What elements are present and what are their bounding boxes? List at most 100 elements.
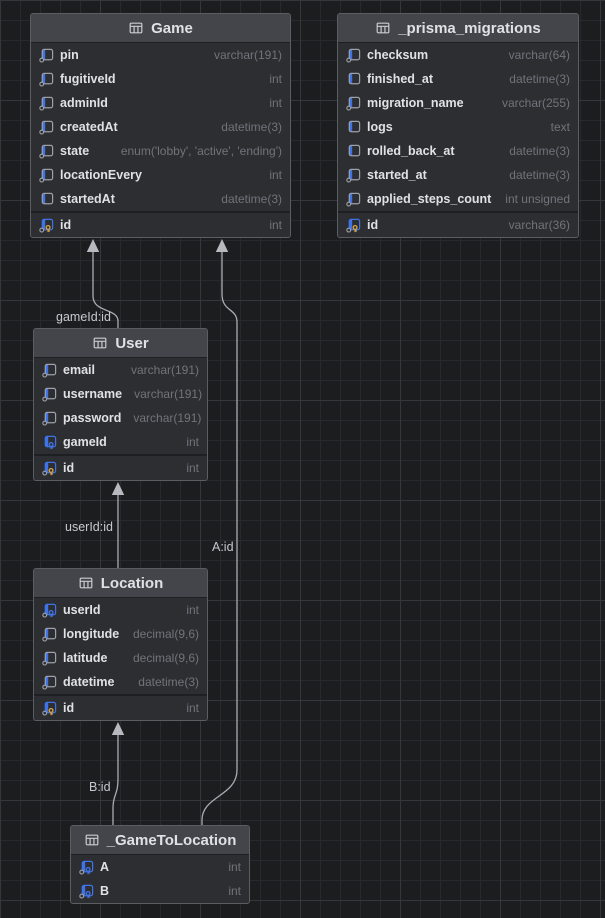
relationship-line-a[interactable] (201, 239, 238, 825)
relationship-label[interactable]: B:id (89, 780, 111, 794)
table-title: _GameToLocation (106, 831, 237, 849)
field-type: int (228, 884, 241, 898)
table-header[interactable]: User (34, 329, 207, 358)
column-required-icon (346, 48, 361, 63)
column-icon (346, 144, 361, 159)
field-type: int (228, 860, 241, 874)
table-title: _prisma_migrations (398, 19, 541, 37)
field-name: B (100, 884, 110, 898)
field-row[interactable]: gameId int (34, 430, 207, 454)
field-type: int (186, 603, 199, 617)
column-required-icon (39, 96, 54, 111)
foreign-key-required-icon (42, 603, 57, 618)
relationship-line-userid[interactable] (111, 482, 125, 568)
field-type: varchar(191) (133, 411, 202, 425)
field-name: gameId (63, 435, 107, 449)
foreign-key-icon (42, 435, 57, 450)
table-icon (78, 575, 94, 591)
field-name: finished_at (367, 72, 433, 86)
relationship-label[interactable]: userId:id (65, 520, 113, 534)
column-required-icon (42, 363, 57, 378)
table-title: Location (100, 574, 164, 592)
arrowhead-icon (86, 239, 100, 252)
column-required-icon (346, 96, 361, 111)
relationship-label[interactable]: gameId:id (56, 310, 111, 324)
table-title: Game (151, 19, 193, 37)
field-name: rolled_back_at (367, 144, 455, 158)
primary-key-icon (39, 218, 54, 233)
field-type: int (186, 701, 199, 715)
table-header[interactable]: Game (31, 14, 290, 43)
key-separator (338, 211, 578, 213)
foreign-key-required-icon (79, 860, 94, 875)
field-type: int (269, 218, 282, 232)
column-required-icon (42, 651, 57, 666)
table-header[interactable]: _GameToLocation (71, 826, 249, 855)
field-row[interactable]: id int (34, 696, 207, 720)
field-row[interactable]: id int (34, 456, 207, 480)
field-type: int (186, 435, 199, 449)
table-title: User (115, 334, 149, 352)
field-name: createdAt (60, 120, 118, 134)
field-name: password (63, 411, 122, 425)
table-icon (375, 20, 391, 36)
field-name: migration_name (367, 96, 464, 110)
relationship-line-b[interactable] (111, 722, 125, 825)
arrowhead-icon (111, 482, 125, 495)
table-header[interactable]: Location (34, 569, 207, 598)
field-type: datetime(3) (509, 72, 570, 86)
field-name: id (63, 701, 75, 715)
column-required-icon (42, 411, 57, 426)
field-type: varchar(64) (508, 48, 570, 62)
field-row[interactable]: startedAt datetime(3) (31, 187, 290, 211)
field-name: id (60, 218, 72, 232)
field-type: varchar(255) (501, 96, 570, 110)
relationship-line-gameid[interactable] (86, 239, 119, 328)
field-type: datetime(3) (221, 192, 282, 206)
field-row[interactable]: finished_at datetime(3) (338, 67, 578, 91)
column-required-icon (39, 72, 54, 87)
field-name: id (367, 218, 379, 232)
field-type: decimal(9,6) (132, 627, 199, 641)
table-header[interactable]: _prisma_migrations (338, 14, 578, 43)
field-row[interactable]: id int (31, 213, 290, 237)
field-name: applied_steps_count (367, 192, 492, 206)
field-name: datetime (63, 675, 115, 689)
field-row[interactable]: password varchar(191) (34, 406, 207, 430)
arrowhead-icon (215, 239, 229, 252)
field-name: id (63, 461, 75, 475)
primary-key-icon (346, 218, 361, 233)
field-row[interactable]: migration_name varchar(255) (338, 91, 578, 115)
relationship-label[interactable]: A:id (212, 540, 234, 554)
field-name: startedAt (60, 192, 115, 206)
field-name: fugitiveId (60, 72, 116, 86)
field-type: int (186, 461, 199, 475)
